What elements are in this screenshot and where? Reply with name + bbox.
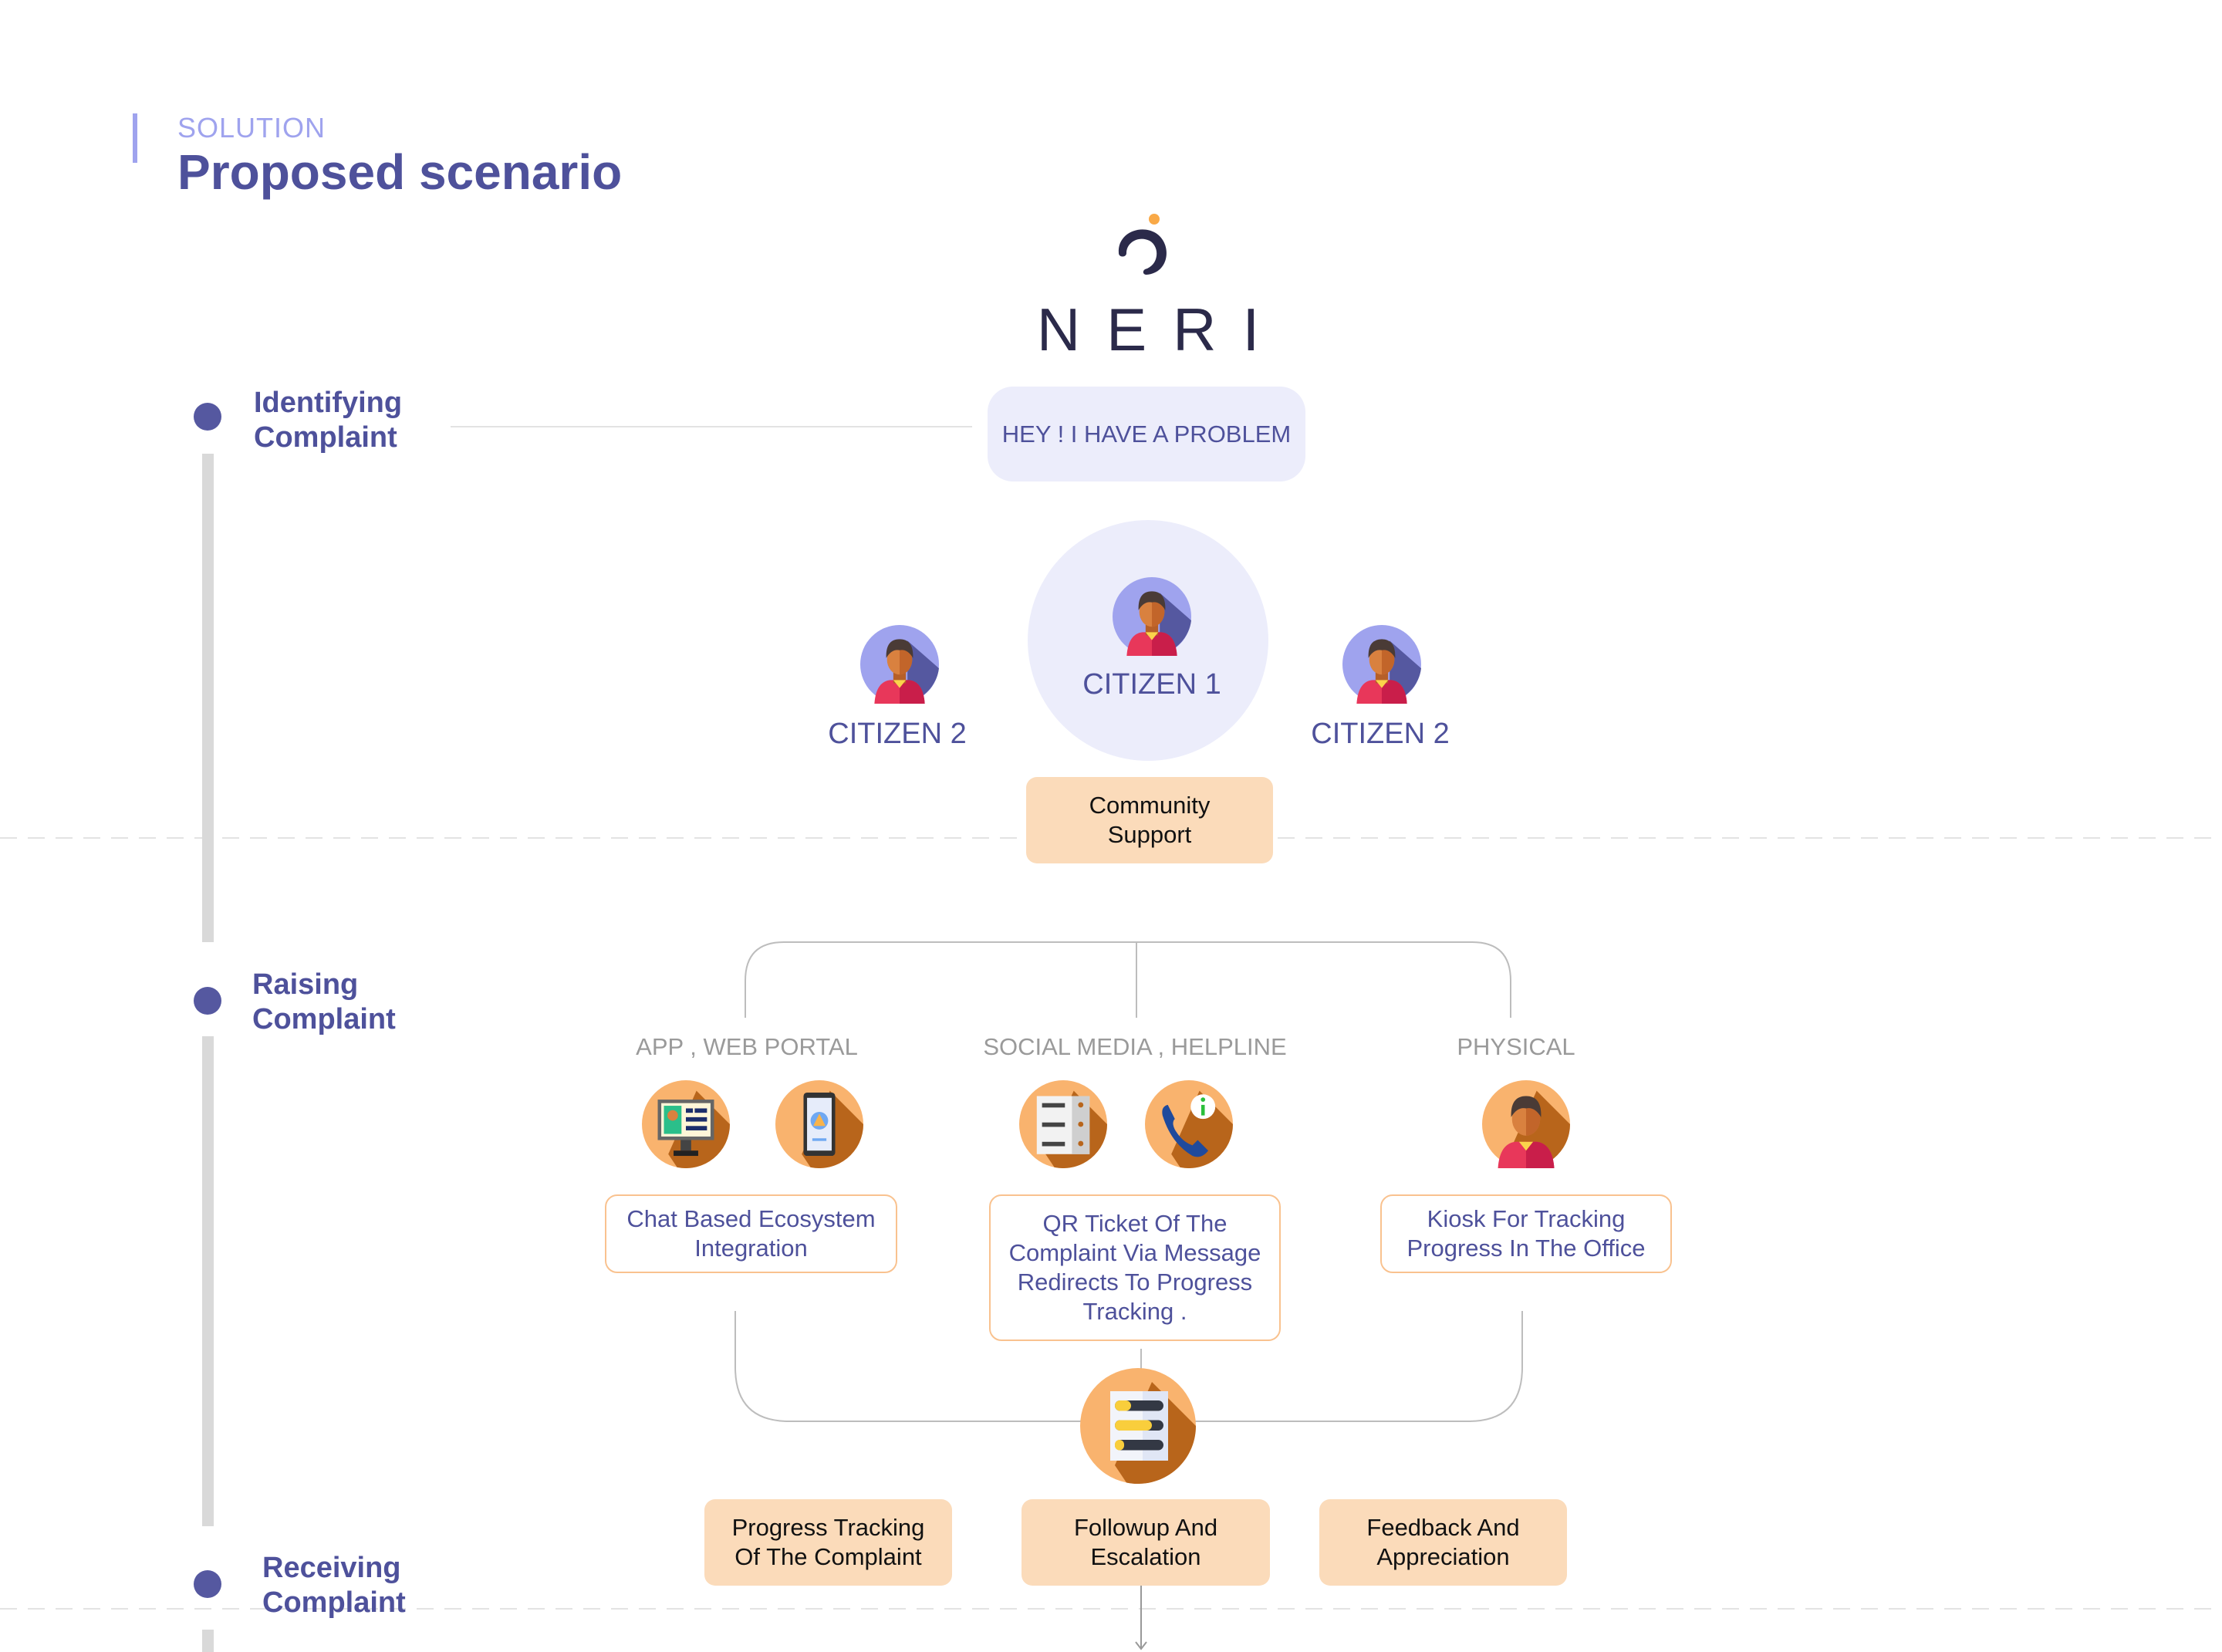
citizen-2-right-avatar-icon bbox=[1342, 625, 1421, 704]
timeline-line bbox=[202, 454, 214, 942]
timeline-dot bbox=[194, 987, 221, 1015]
timeline-dot bbox=[194, 403, 221, 431]
channel-label-app-web: APP , WEB PORTAL bbox=[636, 1033, 858, 1060]
social-feed-icon bbox=[1019, 1080, 1107, 1168]
channel-label-social-helpline: SOCIAL MEDIA , HELPLINE bbox=[983, 1033, 1287, 1060]
timeline-line bbox=[202, 1630, 214, 1652]
citizen-2-left-avatar-icon bbox=[860, 625, 939, 704]
timeline-dot bbox=[194, 1570, 221, 1598]
brand-name: NERI bbox=[1036, 296, 1286, 363]
timeline-line bbox=[202, 1036, 214, 1526]
header-accent-bar bbox=[133, 113, 137, 163]
helpline-phone-icon bbox=[1145, 1080, 1233, 1168]
page-title: Proposed scenario bbox=[177, 144, 623, 200]
progress-list-icon bbox=[1080, 1368, 1196, 1484]
channel-label-physical: PHYSICAL bbox=[1457, 1033, 1575, 1060]
person-kiosk-icon bbox=[1482, 1080, 1570, 1168]
neri-logo-icon bbox=[1118, 214, 1167, 275]
citizen-1-avatar-icon bbox=[1113, 577, 1191, 656]
mobile-app-icon bbox=[775, 1080, 863, 1168]
section-eyebrow: SOLUTION bbox=[177, 112, 326, 144]
channel-branch bbox=[745, 941, 1511, 1018]
desktop-profile-icon bbox=[642, 1080, 730, 1168]
citizen-1-label: CITIZEN 1 bbox=[1082, 668, 1221, 701]
citizen-2-right-label: CITIZEN 2 bbox=[1311, 718, 1450, 750]
problem-speech-bubble: HEY ! I HAVE A PROBLEM bbox=[988, 387, 1305, 481]
citizen-2-left-label: CITIZEN 2 bbox=[828, 718, 967, 750]
